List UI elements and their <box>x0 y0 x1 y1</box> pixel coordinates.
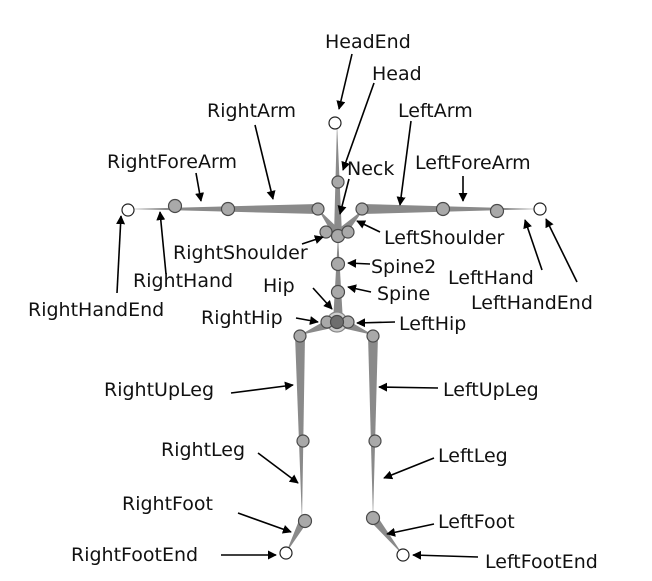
joint-right-hand <box>167 198 183 214</box>
label-head-end: HeadEnd <box>325 31 411 53</box>
arrow-left-hand <box>523 219 543 271</box>
bone-spine <box>333 236 343 322</box>
joint-spine <box>330 284 346 300</box>
bones <box>128 123 540 555</box>
label-left-foot: LeftFoot <box>438 511 515 533</box>
arrow-right-leg <box>257 452 299 484</box>
joint-right-up-leg <box>293 329 307 343</box>
joint-left-shoulder <box>341 225 355 239</box>
arrow-spine <box>347 284 372 294</box>
arrow-neck <box>337 178 350 215</box>
joint-head-end <box>328 116 342 130</box>
arrow-right-hand <box>156 211 167 275</box>
arrow-left-arm <box>396 120 412 206</box>
arrow-head <box>341 82 375 171</box>
arrows <box>116 53 578 560</box>
label-right-up-leg: RightUpLeg <box>104 379 214 401</box>
arrow-head-end <box>336 53 353 110</box>
arrow-right-foot <box>237 512 292 534</box>
arrow-left-hand-end <box>545 218 578 283</box>
label-left-up-leg: LeftUpLeg <box>443 379 539 401</box>
label-right-leg: RightLeg <box>161 439 245 461</box>
label-left-fore-arm: LeftForeArm <box>415 152 531 174</box>
label-left-arm: LeftArm <box>398 100 473 122</box>
arrow-left-leg <box>383 457 435 480</box>
label-right-hand: RightHand <box>133 270 233 292</box>
bone-right-shoulder <box>318 209 340 235</box>
arrow-left-foot <box>386 523 435 537</box>
labels: HeadEnd Head RightArm LeftArm Neck Right… <box>28 31 598 573</box>
joint-right-foot-end <box>279 546 293 560</box>
arrow-hip <box>312 287 333 310</box>
label-right-foot: RightFoot <box>122 493 213 515</box>
arrow-right-hand-end <box>116 215 126 294</box>
label-hip: Hip <box>263 275 295 297</box>
arrow-left-shoulder <box>356 220 381 233</box>
joint-right-hand-end <box>121 203 135 217</box>
label-spine2: Spine2 <box>371 256 436 278</box>
joint-left-hand <box>489 203 505 219</box>
joint-right-arm <box>311 202 325 216</box>
joint-left-foot-end <box>396 548 410 562</box>
label-head: Head <box>372 63 422 85</box>
arrow-right-arm <box>254 124 276 200</box>
label-right-hand-end: RightHandEnd <box>28 299 164 321</box>
label-right-hip: RightHip <box>201 307 283 329</box>
bone-left-arm <box>362 204 540 214</box>
joint-right-leg <box>296 434 310 448</box>
arrow-left-up-leg <box>378 382 439 392</box>
label-left-hip: LeftHip <box>399 313 466 335</box>
arrow-spine2 <box>347 258 371 268</box>
joint-spine2 <box>330 256 346 272</box>
arrow-right-fore-arm <box>195 172 205 202</box>
joint-head <box>331 175 345 189</box>
joint-left-up-leg <box>366 329 380 343</box>
arrow-right-shoulder <box>301 235 324 245</box>
joint-right-shoulder <box>319 225 333 239</box>
label-spine: Spine <box>377 283 430 305</box>
joint-hip <box>329 314 345 330</box>
arrow-right-up-leg <box>230 381 294 394</box>
label-right-shoulder: RightShoulder <box>173 242 308 264</box>
label-left-hand: LeftHand <box>448 267 534 289</box>
label-left-hand-end: LeftHandEnd <box>471 292 593 314</box>
joint-left-fore-arm <box>435 201 451 217</box>
arrow-left-foot-end <box>412 550 479 560</box>
arrow-left-hip <box>356 318 396 328</box>
label-right-foot-end: RightFootEnd <box>71 544 198 566</box>
joint-left-leg <box>368 434 382 448</box>
label-neck: Neck <box>347 158 394 180</box>
joint-left-foot <box>365 510 381 526</box>
label-right-fore-arm: RightForeArm <box>107 151 237 173</box>
label-left-foot-end: LeftFootEnd <box>485 551 598 573</box>
joint-left-arm <box>355 202 369 216</box>
arrow-right-hip <box>295 316 319 325</box>
label-right-arm: RightArm <box>207 100 296 122</box>
label-left-leg: LeftLeg <box>438 445 508 467</box>
joint-right-foot <box>297 513 313 529</box>
label-left-shoulder: LeftShoulder <box>384 227 505 249</box>
bone-left-leg <box>368 335 378 519</box>
joint-left-hand-end <box>533 202 547 216</box>
joints <box>121 116 547 562</box>
joint-right-fore-arm <box>220 201 236 217</box>
bone-right-leg <box>295 335 305 522</box>
